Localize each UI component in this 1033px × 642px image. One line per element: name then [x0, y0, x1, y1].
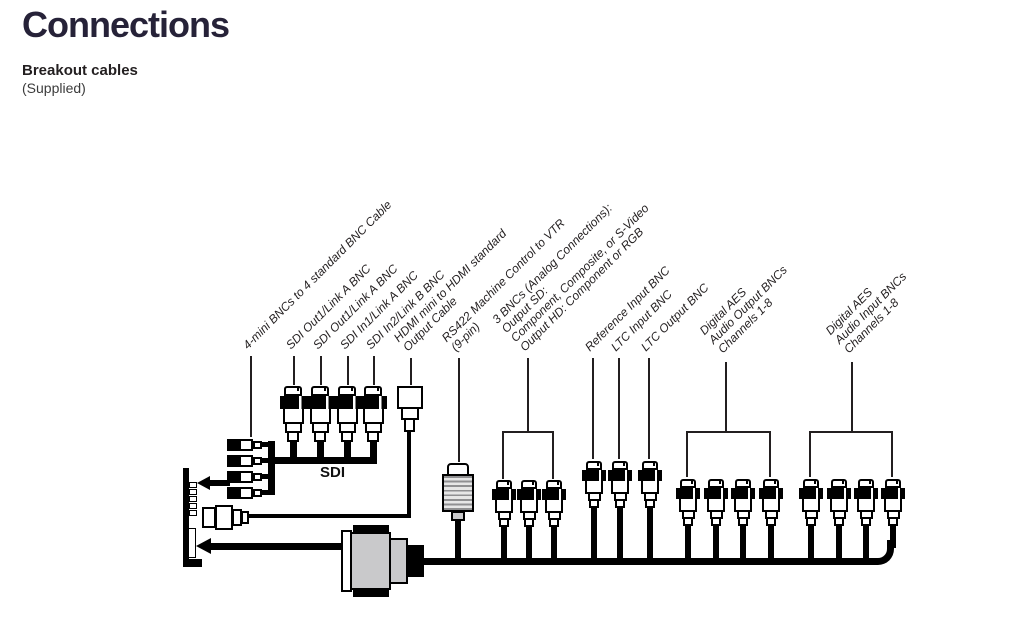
- pci-bracket-foot: [183, 559, 202, 567]
- bracket-db9-port: [188, 528, 196, 558]
- leader-line: [373, 356, 375, 385]
- mini-bnc: [227, 471, 239, 483]
- bracket-aes-output: [686, 431, 770, 433]
- bracket-aes-input-right: [891, 431, 893, 477]
- sdi-out-bnc-1-connector: [279, 386, 307, 457]
- aes-input-bnc-3: [852, 479, 880, 560]
- reference-input-bnc-connector: [580, 461, 608, 560]
- analog-bnc-3: [540, 480, 568, 560]
- sdi-in-bnc-2-connector: [359, 386, 387, 457]
- leader-line: [527, 358, 529, 432]
- hdmi-standard-connector: [397, 386, 423, 409]
- ltc-input-bnc-connector: [606, 461, 634, 560]
- leader-line: [250, 356, 252, 437]
- section-subtitle-note: (Supplied): [22, 80, 86, 96]
- bracket-analog-bncs: [502, 431, 553, 433]
- ltc-output-bnc-connector: [636, 461, 664, 560]
- pci-bracket-bar: [183, 468, 189, 567]
- aes-output-bnc-2: [702, 479, 730, 560]
- bracket-aes-output-left: [686, 431, 688, 477]
- sdi-bus-label: SDI: [320, 464, 346, 481]
- aes-output-bnc-4: [757, 479, 785, 560]
- main-cable: [420, 558, 876, 565]
- aes-output-bnc-3: [729, 479, 757, 560]
- bracket-analog-left: [502, 431, 504, 479]
- leader-line: [648, 358, 650, 459]
- leader-line: [347, 356, 349, 385]
- leader-line: [725, 362, 727, 432]
- leader-line: [410, 358, 412, 385]
- leader-line: [618, 358, 620, 459]
- leader-line: [458, 358, 460, 462]
- bracket-aes-input: [809, 431, 892, 433]
- bracket-analog-right: [552, 431, 554, 479]
- mini-bnc-bus: [268, 441, 275, 495]
- hdmi-cable-horizontal: [247, 514, 411, 518]
- leader-line: [320, 356, 322, 385]
- bracket-aes-input-left: [809, 431, 811, 477]
- mini-bnc: [227, 455, 239, 467]
- left-arrow-icon: [196, 538, 211, 554]
- main-cable-corner: [872, 540, 894, 565]
- left-arrow-icon: [197, 476, 210, 490]
- leader-line: [592, 358, 594, 459]
- bracket-port: [189, 496, 197, 502]
- aes-output-bnc-1: [674, 479, 702, 560]
- bracket-port: [189, 503, 197, 509]
- bracket-port: [189, 482, 197, 488]
- bracket-port: [189, 510, 197, 516]
- sdi-out-bnc-2-connector: [306, 386, 334, 457]
- sdi-in-bnc-1-connector: [333, 386, 361, 457]
- bracket-port: [189, 489, 197, 495]
- mini-bnc: [227, 439, 239, 451]
- analog-bnc-2: [515, 480, 543, 560]
- leader-line: [851, 362, 853, 432]
- aes-input-bnc-1: [797, 479, 825, 560]
- page-title: Connections: [22, 4, 230, 45]
- section-subtitle: Breakout cables: [22, 62, 138, 79]
- db9-cable-left: [210, 543, 344, 550]
- arrow-shaft: [209, 480, 230, 486]
- hdmi-mini-connector: [202, 507, 216, 528]
- aes-input-bnc-4: [879, 479, 907, 548]
- mini-bnc: [227, 487, 239, 499]
- sdi-bus-cable: [268, 457, 377, 464]
- analog-bnc-1: [490, 480, 518, 560]
- hdmi-cable-vertical: [407, 430, 411, 517]
- bracket-aes-output-right: [769, 431, 771, 477]
- aes-input-bnc-2: [825, 479, 853, 560]
- leader-line: [293, 356, 295, 385]
